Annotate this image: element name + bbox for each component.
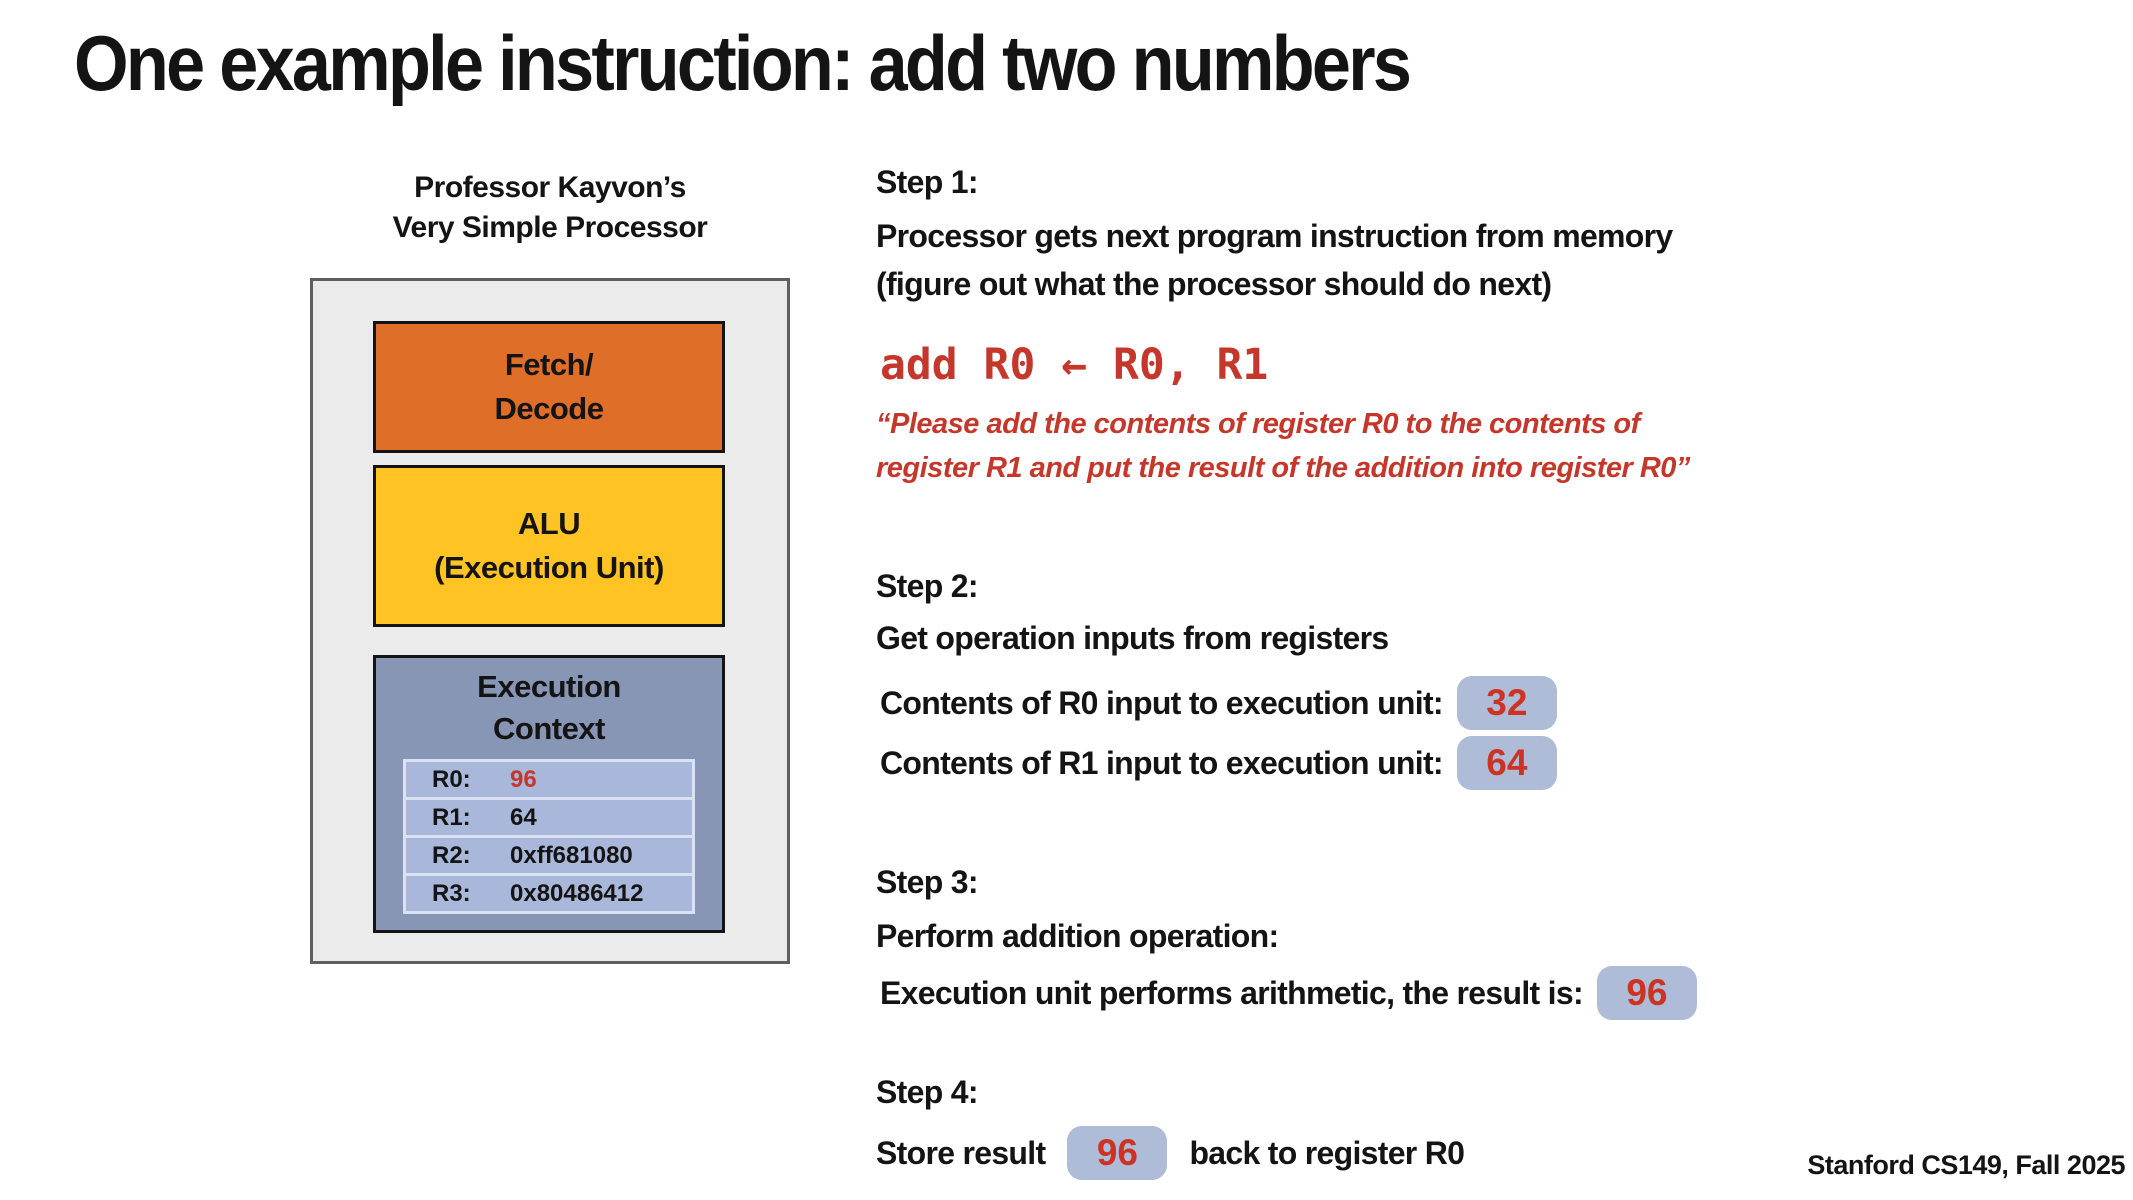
slide-title: One example instruction: add two numbers bbox=[74, 19, 1412, 107]
processor-label-line2: Very Simple Processor bbox=[392, 211, 708, 244]
step3-label: Step 3: bbox=[876, 864, 978, 900]
step2-r0-text: Contents of R0 input to execution unit: bbox=[880, 684, 1444, 721]
processor-label: Professor Kayvon’s Very Simple Processor bbox=[310, 168, 790, 248]
step1-quote-line1: “Please add the contents of register R0 … bbox=[876, 408, 1640, 440]
step4-suffix: back to register R0 bbox=[1189, 1134, 1465, 1171]
register-table: R0: 96 R1: 64 R2: 0xff681080 R3: 0x80486… bbox=[403, 759, 695, 914]
register-row-r1: R1: 64 bbox=[406, 800, 692, 838]
step4-prefix: Store result bbox=[876, 1134, 1046, 1171]
step3-line1: Perform addition operation: bbox=[876, 918, 1279, 954]
execution-context-title: Execution Context bbox=[477, 666, 621, 750]
step2-line1: Get operation inputs from registers bbox=[876, 620, 1389, 656]
register-row-r2: R2: 0xff681080 bbox=[406, 838, 692, 876]
step4-label: Step 4: bbox=[876, 1074, 978, 1110]
r1-input-value-badge: 64 bbox=[1456, 736, 1557, 790]
register-value-r1: 64 bbox=[510, 804, 537, 831]
processor-label-line1: Professor Kayvon’s bbox=[414, 171, 686, 204]
step2-label: Step 2: bbox=[876, 568, 978, 604]
register-value-r0: 96 bbox=[510, 766, 537, 793]
r0-input-value-badge: 32 bbox=[1456, 676, 1557, 730]
register-value-r2: 0xff681080 bbox=[510, 842, 633, 869]
alu-line2: (Execution Unit) bbox=[434, 550, 664, 585]
register-name-r0: R0: bbox=[432, 766, 471, 793]
register-name-r2: R2: bbox=[432, 842, 471, 869]
register-name-r3: R3: bbox=[432, 880, 471, 907]
footer-credit: Stanford CS149, Fall 2025 bbox=[1807, 1150, 2125, 1180]
step1-line1: Processor gets next program instruction … bbox=[876, 218, 1673, 254]
step3-line2: Execution unit performs arithmetic, the … bbox=[880, 974, 1584, 1011]
fetch-decode-box: Fetch/ Decode bbox=[373, 321, 725, 453]
execution-context-line1: Execution bbox=[477, 669, 621, 704]
fetch-decode-line1: Fetch/ bbox=[504, 347, 594, 382]
alu-box: ALU (Execution Unit) bbox=[373, 465, 725, 627]
alu-line1: ALU bbox=[517, 506, 581, 541]
execution-context-line2: Context bbox=[493, 711, 605, 746]
fetch-decode-line2: Decode bbox=[494, 391, 604, 426]
step1-line2: (figure out what the processor should do… bbox=[876, 266, 1552, 302]
store-result-badge: 96 bbox=[1067, 1126, 1168, 1180]
register-row-r0: R0: 96 bbox=[406, 762, 692, 800]
execution-context-box: Execution Context R0: 96 R1: 64 R2: 0xff… bbox=[373, 655, 725, 933]
processor-diagram: Fetch/ Decode ALU (Execution Unit) Execu… bbox=[310, 278, 790, 964]
step2-r0-row: Contents of R0 input to execution unit: … bbox=[880, 676, 1557, 730]
arithmetic-result-badge: 96 bbox=[1596, 966, 1697, 1020]
step4-store-row: Store result 96 back to register R0 bbox=[876, 1126, 1465, 1180]
step2-r1-text: Contents of R1 input to execution unit: bbox=[880, 744, 1444, 781]
register-row-r3: R3: 0x80486412 bbox=[406, 876, 692, 911]
step1-quote-line2: register R1 and put the result of the ad… bbox=[876, 452, 1690, 484]
step1-instruction-code: add R0 ← R0, R1 bbox=[880, 340, 1269, 390]
step2-r1-row: Contents of R1 input to execution unit: … bbox=[880, 736, 1557, 790]
step3-result-row: Execution unit performs arithmetic, the … bbox=[880, 966, 1697, 1020]
step1-label: Step 1: bbox=[876, 164, 978, 200]
register-value-r3: 0x80486412 bbox=[510, 880, 644, 907]
register-name-r1: R1: bbox=[432, 804, 471, 831]
